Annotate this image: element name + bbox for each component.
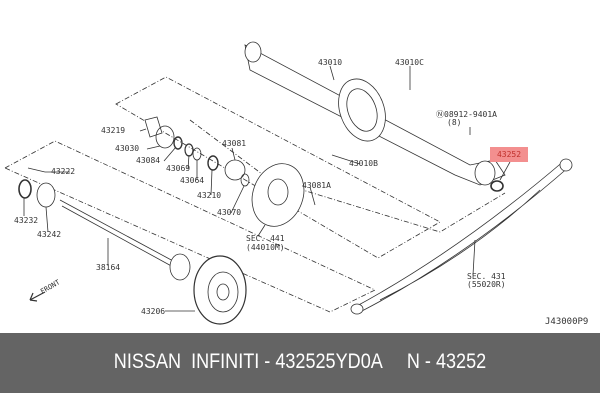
label-43081[interactable]: 43081 (222, 139, 247, 148)
spring-eye-front (350, 303, 364, 315)
label-sec-431-sub: (55020R) (467, 280, 506, 289)
differential-cover (346, 88, 378, 132)
bolt-43222 (27, 167, 46, 173)
gasket-43219 (144, 116, 163, 138)
label-43064[interactable]: 43064 (180, 176, 205, 185)
label-43219[interactable]: 43219 (101, 126, 126, 135)
retainer-43242 (36, 182, 56, 208)
label-43232[interactable]: 43232 (14, 216, 39, 225)
label-38164[interactable]: 38164 (96, 263, 121, 272)
leaf-spring (354, 159, 571, 313)
drawing-id: J43000P9 (545, 317, 589, 327)
label-43222[interactable]: 43222 (51, 167, 76, 176)
label-43084[interactable]: 43084 (136, 156, 161, 165)
backing-plate (251, 163, 305, 227)
dashed-group-hub (115, 76, 441, 259)
label-sec-441-sub: (44010M) (246, 243, 285, 252)
label-43242[interactable]: 43242 (37, 230, 62, 239)
backing-plate-center (267, 178, 289, 206)
brake-drum-hub (216, 283, 230, 301)
label-43010[interactable]: 43010 (318, 58, 343, 67)
label-43252-highlighted[interactable]: 43252 (490, 147, 528, 162)
footer-bar: NISSAN INFINITI - 432525YD0A N - 43252 (0, 333, 600, 393)
label-sec-431[interactable]: SEC. 431 (467, 272, 506, 281)
footer-part-number: NISSAN INFINITI - 432525YD0A N - 43252 (113, 350, 487, 373)
spring-eye-rear (559, 158, 573, 172)
ring-43064 (192, 147, 202, 161)
label-43206[interactable]: 43206 (141, 307, 166, 316)
label-43069[interactable]: 43069 (166, 164, 191, 173)
ring-43069 (184, 143, 194, 157)
seal-43252 (490, 180, 504, 192)
axle-flange-right (474, 160, 496, 186)
housing-43081 (224, 159, 246, 181)
ring-43070 (240, 173, 250, 187)
axle-shaft-38164 (59, 199, 176, 269)
label-43010b[interactable]: 43010B (349, 159, 378, 168)
label-43010c[interactable]: 43010C (395, 58, 424, 67)
label-43070[interactable]: 43070 (217, 208, 242, 217)
leader-lines (23, 65, 511, 312)
front-arrow-icon (29, 291, 46, 302)
exploded-axle-drawing (4, 41, 573, 325)
axle-flange-left (244, 41, 262, 63)
gasket-43030 (155, 125, 175, 149)
dashed-leader-axle (189, 119, 506, 233)
label-08912-qty: (8) (447, 118, 462, 127)
label-08912-9401a[interactable]: Ⓝ08912-9401A (436, 110, 497, 119)
dashed-group-shaft (4, 140, 376, 313)
label-sec-441[interactable]: SEC. 441 (246, 234, 285, 243)
differential-housing (338, 78, 386, 142)
shaft-flange (169, 253, 191, 281)
bearing-43210 (207, 155, 219, 171)
seal-43232 (18, 179, 32, 199)
label-43210[interactable]: 43210 (197, 191, 222, 200)
brake-drum-face (207, 271, 239, 313)
label-43081a[interactable]: 43081A (302, 181, 331, 190)
ring-43084 (173, 136, 183, 150)
label-43030[interactable]: 43030 (115, 144, 140, 153)
